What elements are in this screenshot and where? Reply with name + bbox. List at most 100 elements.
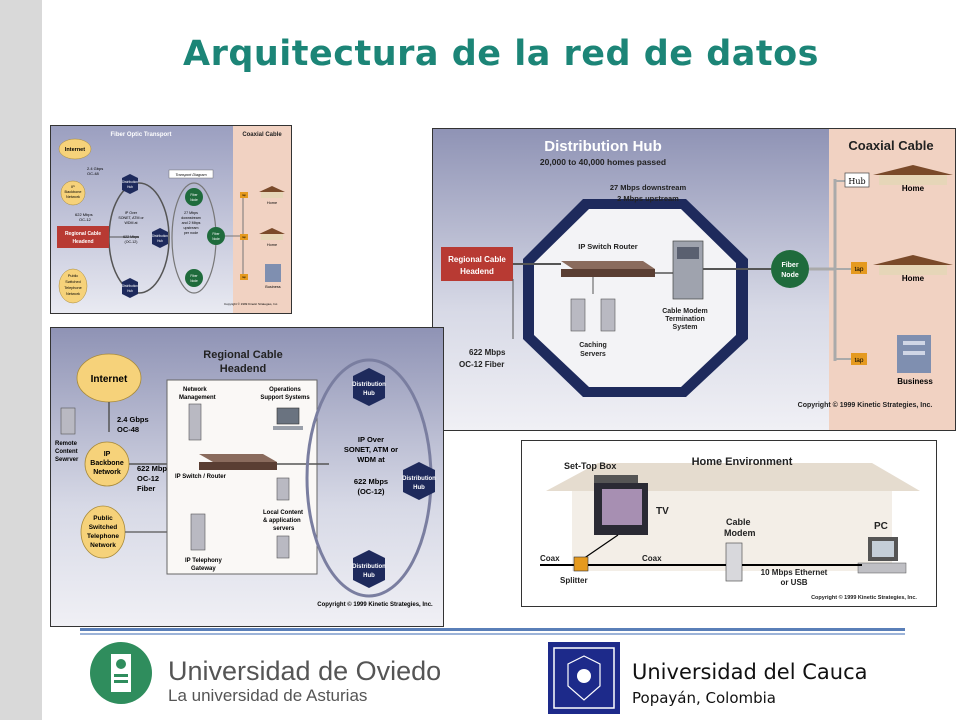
fig1-home2: Home bbox=[267, 243, 277, 247]
fig4-pc: PC bbox=[874, 521, 888, 532]
fig2-home2-icon bbox=[873, 255, 953, 275]
fig1-fn3b: Node bbox=[190, 279, 198, 283]
fig3-oc48: OC-48 bbox=[117, 425, 139, 434]
fig3-pstn4: Network bbox=[90, 542, 116, 549]
fig1-home1: Home bbox=[267, 201, 277, 205]
fig1-fn1b: Node bbox=[190, 198, 198, 202]
fig1-hub-top1: Distribution bbox=[122, 180, 138, 184]
fig3-pstn1: Public bbox=[93, 515, 113, 522]
fig3-gbps: 2.4 Gbps bbox=[117, 415, 149, 424]
pstn-cloud-icon bbox=[58, 268, 88, 304]
ip-switch-router-icon bbox=[561, 261, 655, 277]
fig1-fiber-node-3-icon bbox=[185, 269, 203, 287]
ip-telephony-gateway-icon bbox=[190, 513, 206, 551]
fig1-tap1-icon bbox=[240, 192, 248, 198]
fig2-home1: Home bbox=[902, 184, 925, 193]
home-environment-diagram: Home Environment Set-Top Box TV Cable Mo… bbox=[521, 440, 937, 607]
fig1-hub-top-icon bbox=[122, 174, 138, 194]
fig4-eth2: or USB bbox=[780, 578, 807, 587]
fig2-fiber-node-icon bbox=[771, 250, 809, 288]
fig3-tel1: IP Telephony bbox=[185, 558, 222, 564]
fig1-oc12: OC-12 bbox=[79, 217, 92, 222]
splitter-icon bbox=[573, 556, 589, 572]
fig1-business-icon bbox=[265, 264, 281, 282]
fig4-cable2: Modem bbox=[724, 528, 756, 538]
fig2-cmts3: System bbox=[673, 324, 698, 331]
fig2-fiber-mbps1: 622 Mbps bbox=[469, 348, 506, 357]
fig4-splitter: Splitter bbox=[560, 576, 588, 585]
internet-cloud-icon bbox=[58, 138, 92, 160]
fig2-business-icon bbox=[897, 335, 931, 373]
fig1-pstn1: Public bbox=[68, 274, 78, 278]
fig1-tap2-icon bbox=[240, 234, 248, 240]
cauca-university-location: Popayán, Colombia bbox=[632, 689, 777, 707]
fig3-ops1: Operations bbox=[269, 387, 301, 393]
ip-switch-router-icon bbox=[199, 454, 277, 470]
fig2-fiber1: Fiber bbox=[781, 262, 798, 269]
fig2-tap2: tap bbox=[854, 357, 863, 364]
fig3-pstn3: Telephone bbox=[87, 533, 119, 540]
fig1-hub-top2: Hub bbox=[127, 185, 133, 189]
set-top-box-and-tv-icon bbox=[594, 475, 648, 535]
fig1-hub-mid2: Hub bbox=[157, 239, 163, 243]
fig3-netman2: Management bbox=[179, 395, 216, 401]
fig1-fiber-node-1-icon bbox=[185, 188, 203, 206]
footer-rule-bottom bbox=[80, 633, 905, 635]
fig1-home1-icon bbox=[259, 186, 285, 198]
fig4-eth1: 10 Mbps Ethernet bbox=[761, 568, 828, 577]
cauca-seal-logo bbox=[548, 642, 620, 714]
fig1-headend-box bbox=[57, 226, 109, 248]
fig1-pstn3: Telephone bbox=[64, 286, 82, 290]
fig3-hub-top1: Distribution bbox=[352, 382, 386, 388]
fig4-title: Home Environment bbox=[692, 456, 793, 468]
fig1-fn2a: Fiber bbox=[212, 232, 220, 236]
fig2-coax-header: Coaxial Cable bbox=[848, 138, 933, 153]
slide-title: Arquitectura de la red de datos bbox=[182, 34, 819, 74]
application-server-icon bbox=[276, 535, 290, 559]
fig2-caching2: Servers bbox=[580, 351, 606, 358]
fig2-title: Distribution Hub bbox=[544, 138, 661, 155]
fig1-internet: Internet bbox=[65, 147, 85, 153]
fig1-tap2: tap bbox=[242, 235, 246, 239]
fig1-hub-bot1: Distribution bbox=[122, 284, 138, 288]
oviedo-university-subtitle: La universidad de Asturias bbox=[168, 686, 368, 705]
fig1-27c: and 2 Mbps bbox=[182, 221, 201, 225]
fig1-copyright: Copyright © 1999 Kinetic Strategies, Inc… bbox=[224, 302, 278, 306]
fig1-hub-bot2: Hub bbox=[127, 289, 133, 293]
fig1-ipover2: SONET, ATM or bbox=[118, 216, 144, 220]
fig1-oc48: OC-48 bbox=[87, 171, 100, 176]
fig2-tap1: tap bbox=[854, 266, 863, 273]
fig2-business: Business bbox=[897, 377, 933, 386]
fig1-27e: per node bbox=[184, 231, 198, 235]
fig1-622: 622 Mbps bbox=[75, 212, 93, 217]
fig3-title1: Regional Cable bbox=[203, 349, 282, 361]
fig1-gbps: 2.4 Gbps bbox=[87, 166, 103, 171]
fig1-hub-bot-icon bbox=[122, 278, 138, 298]
fig1-hub-mid-icon bbox=[152, 228, 168, 248]
fig1-pstn2: Switched bbox=[65, 280, 80, 284]
fig3-mbps1: 622 Mbps bbox=[137, 464, 171, 473]
fig3-mbps2: OC-12 bbox=[137, 474, 159, 483]
fig2-copyright: Copyright © 1999 Kinetic Strategies, Inc… bbox=[798, 401, 933, 409]
fig1-27d: upstream bbox=[184, 226, 199, 230]
fig1-fn3a: Fiber bbox=[190, 274, 198, 278]
cauca-university-name: Universidad del Cauca bbox=[632, 660, 868, 684]
fig3-remote2: Content bbox=[55, 449, 78, 455]
fig1-ip1: IP bbox=[71, 185, 75, 189]
fig4-settop: Set-Top Box bbox=[564, 461, 616, 471]
fig1-ipover4: 622 Mbps bbox=[123, 235, 139, 239]
oviedo-logo bbox=[88, 640, 154, 710]
caching-server-2-icon bbox=[600, 298, 616, 332]
fig3-ip2: Backbone bbox=[90, 460, 124, 467]
fig1-ipover1: IP Over bbox=[125, 211, 138, 215]
fig1-fn2b: Node bbox=[212, 237, 220, 241]
local-content-server-icon bbox=[276, 477, 290, 501]
fig3-title2: Headend bbox=[220, 363, 266, 375]
fig1-27a: 27 Mbps bbox=[184, 211, 198, 215]
fig4-copyright: Copyright © 1999 Kinetic Strategies, Inc… bbox=[811, 594, 917, 601]
fig2-subtitle: 20,000 to 40,000 homes passed bbox=[540, 157, 666, 167]
fig1-coax-header: Coaxial Cable bbox=[242, 132, 282, 138]
fig2-tap1-icon bbox=[851, 262, 867, 274]
fig1-tap3-icon bbox=[240, 274, 248, 280]
fig1-ip2: Backbone bbox=[65, 190, 82, 194]
